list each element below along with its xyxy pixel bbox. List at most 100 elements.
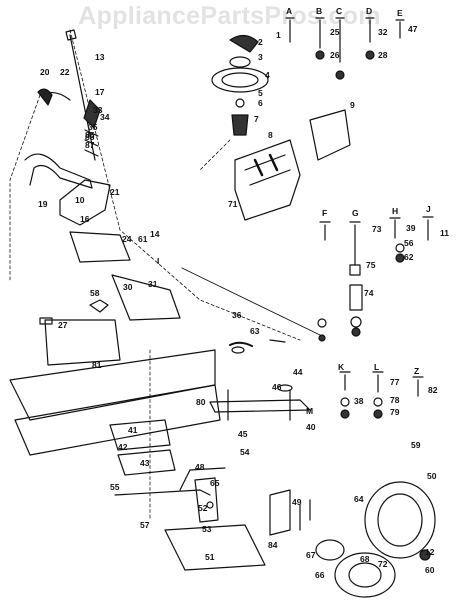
part-label-56: 56 bbox=[404, 238, 414, 248]
frame-outline-left bbox=[9, 94, 41, 281]
part-label-72: 72 bbox=[378, 559, 388, 569]
part-label-58: 58 bbox=[90, 288, 100, 298]
part-label-65: 65 bbox=[210, 478, 220, 488]
part-label-36: 36 bbox=[232, 310, 242, 320]
nut-60 bbox=[419, 549, 431, 561]
part-label-27: 27 bbox=[58, 320, 68, 330]
gear-housing bbox=[83, 99, 101, 129]
part-label-57: 57 bbox=[140, 520, 150, 530]
letter-label-f: F bbox=[322, 208, 327, 218]
axle-posts bbox=[227, 389, 291, 421]
part-label-42: 42 bbox=[118, 442, 128, 452]
arm-65 bbox=[194, 477, 219, 523]
part-label-28: 28 bbox=[378, 50, 388, 60]
nut-57 bbox=[318, 334, 326, 342]
part-label-77: 77 bbox=[390, 377, 400, 387]
part-label-43: 43 bbox=[140, 458, 150, 468]
bracket-24 bbox=[69, 231, 131, 263]
axle-bar-40 bbox=[209, 399, 311, 413]
nut-79 bbox=[373, 409, 383, 419]
part-label-39: 39 bbox=[406, 223, 416, 233]
letter-label-k: K bbox=[338, 362, 345, 372]
steering-wheel-hub bbox=[211, 67, 269, 93]
steering-wheel-inner bbox=[221, 72, 259, 88]
bracket-43 bbox=[117, 449, 176, 476]
bolt-f bbox=[319, 221, 331, 241]
nut-38c bbox=[340, 397, 350, 407]
part-label-2: 2 bbox=[258, 37, 263, 47]
part-label-5: 5 bbox=[258, 88, 263, 98]
washer-63 bbox=[231, 346, 245, 354]
letter-label-h: H bbox=[392, 206, 398, 216]
letter-label-d: D bbox=[366, 6, 372, 16]
cap-2 bbox=[229, 34, 259, 53]
part-label-50: 50 bbox=[427, 471, 437, 481]
part-label-26: 26 bbox=[330, 50, 340, 60]
shaft-cap bbox=[65, 29, 77, 41]
part-label-32: 32 bbox=[378, 27, 388, 37]
part-label-13: 13 bbox=[95, 52, 105, 62]
part-label-10: 10 bbox=[75, 195, 85, 205]
part-label-84: 84 bbox=[268, 540, 278, 550]
part-label-86: 86 bbox=[85, 132, 95, 142]
spacer-7 bbox=[231, 114, 249, 136]
bolt-63 bbox=[269, 339, 286, 343]
part-label-9: 9 bbox=[350, 100, 355, 110]
wheel-hub-59 bbox=[377, 493, 423, 547]
part-label-54: 54 bbox=[240, 447, 250, 457]
letter-label-b: B bbox=[316, 6, 322, 16]
nut-26b bbox=[335, 70, 345, 80]
bolt-h bbox=[389, 217, 401, 239]
plate-51 bbox=[164, 524, 266, 571]
part-label-34: 34 bbox=[100, 112, 110, 122]
part-label-74: 74 bbox=[364, 288, 374, 298]
shaft-collars bbox=[84, 129, 99, 157]
pin-27 bbox=[39, 317, 53, 325]
part-label-12: 12 bbox=[425, 547, 435, 557]
part-label-59: 59 bbox=[411, 440, 421, 450]
washer-56b bbox=[395, 243, 405, 253]
part-label-40: 40 bbox=[306, 422, 316, 432]
bracket-49 bbox=[269, 489, 291, 536]
part-label-45: 45 bbox=[238, 429, 248, 439]
letter-label-j: J bbox=[426, 204, 431, 214]
letter-label-i: I bbox=[157, 256, 159, 266]
part-label-7: 7 bbox=[254, 114, 259, 124]
nut-26a bbox=[315, 50, 325, 60]
nut-75 bbox=[349, 264, 361, 276]
bolt-k bbox=[339, 371, 351, 391]
wheel-59 bbox=[364, 481, 436, 559]
washer-3 bbox=[229, 56, 251, 68]
part-label-47: 47 bbox=[408, 24, 418, 34]
part-label-19: 19 bbox=[38, 199, 48, 209]
spacer-74 bbox=[349, 284, 363, 311]
plate-9 bbox=[309, 109, 351, 161]
part-label-55: 55 bbox=[110, 482, 120, 492]
bolt-l bbox=[372, 371, 384, 393]
frame-rail-lower bbox=[14, 384, 221, 456]
pulley-hub-72 bbox=[348, 562, 382, 588]
part-label-71: 71 bbox=[228, 199, 238, 209]
part-label-41: 41 bbox=[128, 425, 138, 435]
console-ribs bbox=[244, 154, 291, 186]
part-label-53: 53 bbox=[202, 524, 212, 534]
part-label-68: 68 bbox=[360, 554, 370, 564]
part-label-75: 75 bbox=[366, 260, 376, 270]
part-label-6: 6 bbox=[258, 98, 263, 108]
bolt-d bbox=[365, 17, 375, 43]
bracket-41 bbox=[109, 419, 171, 451]
part-label-20: 20 bbox=[40, 67, 50, 77]
letter-label-l: L bbox=[374, 362, 379, 372]
bolt-g bbox=[349, 221, 361, 266]
part-label-8: 8 bbox=[268, 130, 273, 140]
bolt-z bbox=[412, 376, 424, 397]
spring-50 bbox=[299, 499, 311, 531]
part-label-81: 81 bbox=[92, 360, 102, 370]
part-label-25: 25 bbox=[330, 27, 340, 37]
clip-58 bbox=[89, 299, 109, 313]
nut-62b bbox=[395, 253, 405, 263]
plate-31 bbox=[111, 274, 181, 321]
cable-36 bbox=[181, 267, 321, 336]
bolt-j bbox=[422, 216, 434, 241]
